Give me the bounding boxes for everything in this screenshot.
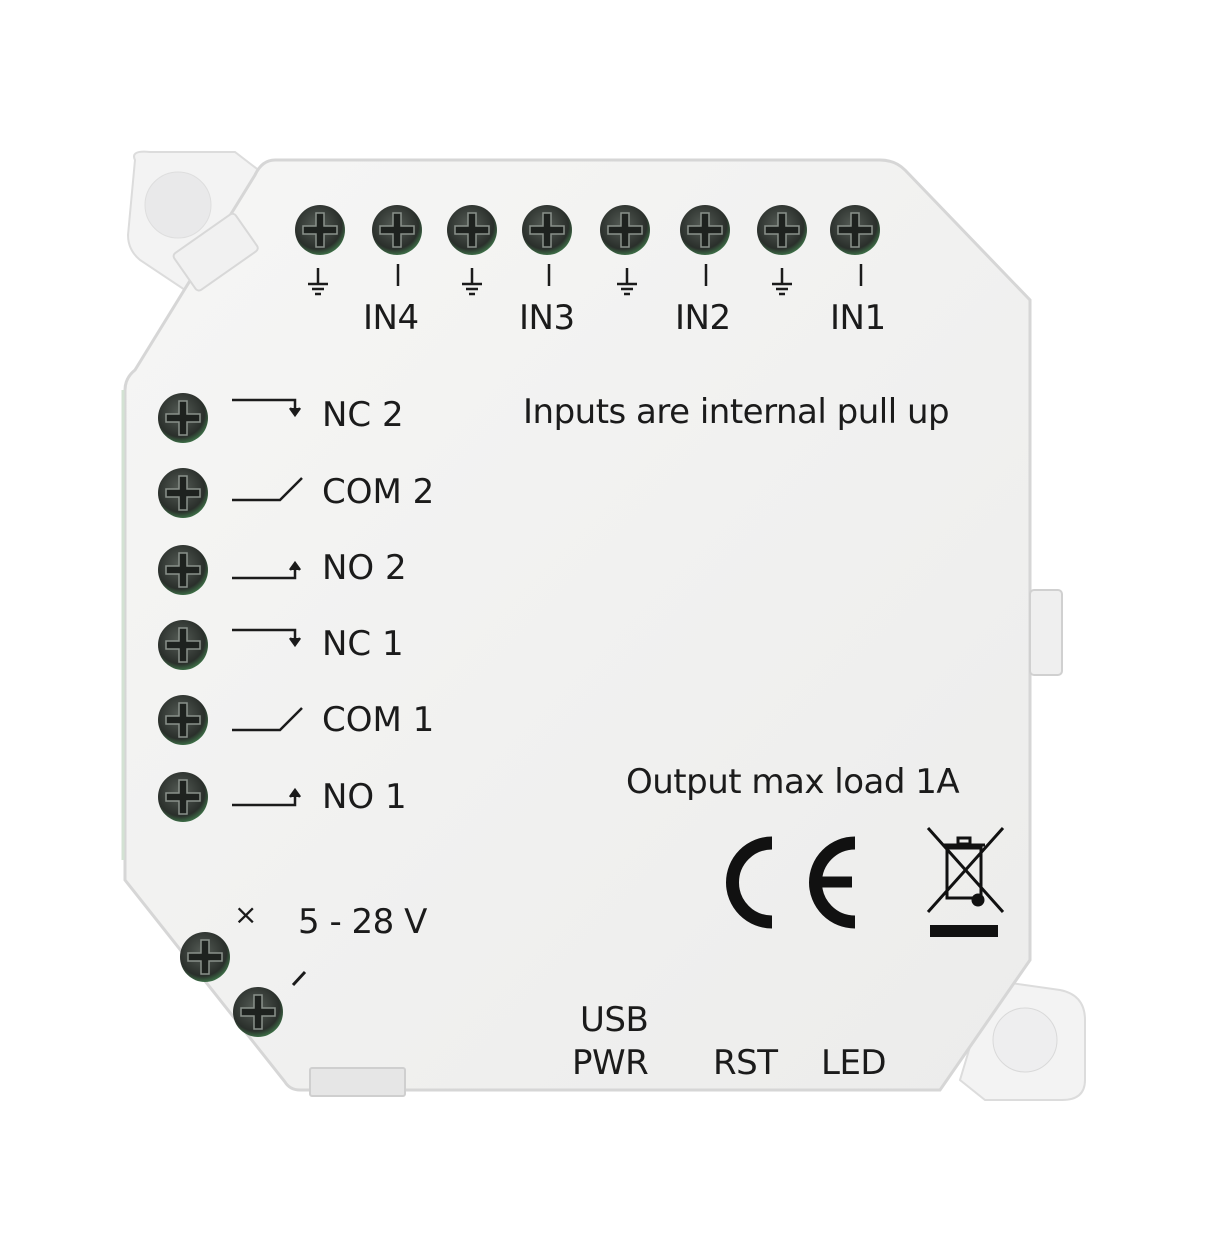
input-label-in1: IN1: [830, 298, 886, 338]
relay-label-com1: COM 1: [322, 700, 435, 740]
power-voltage: 5 - 28 V: [298, 902, 427, 942]
relay-label-no1: NO 1: [322, 777, 407, 817]
relay-label-no2: NO 2: [322, 548, 407, 588]
power-neg-symbol: ×: [234, 898, 257, 931]
relay-label-nc2: NC 2: [322, 395, 404, 435]
weee-bin-icon: [926, 827, 1005, 937]
rst-label: RST: [713, 1043, 778, 1083]
output-note: Output max load 1A: [626, 762, 960, 802]
ce-mark-icon: [726, 836, 856, 929]
led-label: LED: [821, 1043, 887, 1083]
usb-label: USB: [580, 1000, 649, 1040]
relay-label-com2: COM 2: [322, 472, 435, 512]
input-label-in4: IN4: [363, 298, 419, 338]
pwr-label: PWR: [572, 1043, 649, 1083]
input-label-in2: IN2: [675, 298, 731, 338]
input-label-in3: IN3: [519, 298, 575, 338]
inputs-note: Inputs are internal pull up: [523, 392, 950, 432]
relay-label-nc1: NC 1: [322, 624, 404, 664]
